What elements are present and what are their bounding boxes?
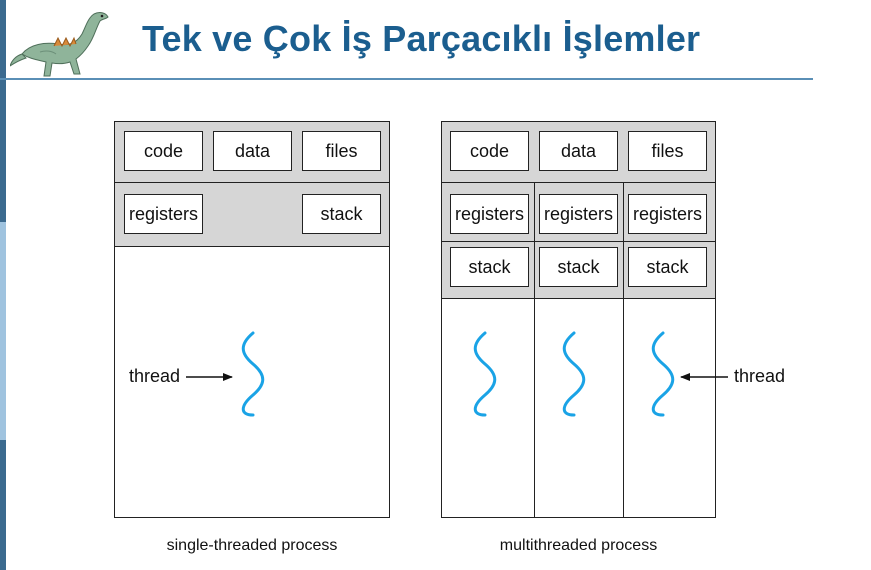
multi-registers-cell: registers [628, 194, 707, 234]
multi-register-stack-divider [441, 241, 716, 242]
multi-files-cell: files [628, 131, 707, 171]
single-files-cell: files [302, 131, 381, 171]
multi-code-cell: code [450, 131, 529, 171]
multi-thread-divider [534, 182, 535, 518]
multi-stack-cell: stack [539, 247, 618, 287]
multi-caption: multithreaded process [499, 537, 658, 554]
multi-data-cell: data [539, 131, 618, 171]
single-thread-wave [241, 331, 265, 417]
multi-thread-wave [473, 331, 497, 417]
single-thread-label: thread [129, 366, 181, 386]
single-stack-cell: stack [302, 194, 381, 234]
title-divider [0, 78, 813, 80]
multi-registers-cell: registers [539, 194, 618, 234]
dinosaur-logo-icon [10, 12, 109, 77]
page-title: Tek ve Çok İş Parçacıklı İşlemler [142, 18, 701, 59]
multi-thread-wave [562, 331, 586, 417]
multi-thread-divider [623, 182, 624, 518]
side-accent-bar [0, 0, 6, 570]
single-data-cell: data [213, 131, 292, 171]
multi-stack-cell: stack [628, 247, 707, 287]
single-registers-cell: registers [124, 194, 203, 234]
single-caption: single-threaded process [166, 537, 338, 554]
side-accent-segment [0, 222, 6, 440]
multi-thread-wave [651, 331, 675, 417]
multi-thread-label: thread [734, 366, 786, 386]
multi-registers-cell: registers [450, 194, 529, 234]
multi-stack-cell: stack [450, 247, 529, 287]
single-code-cell: code [124, 131, 203, 171]
